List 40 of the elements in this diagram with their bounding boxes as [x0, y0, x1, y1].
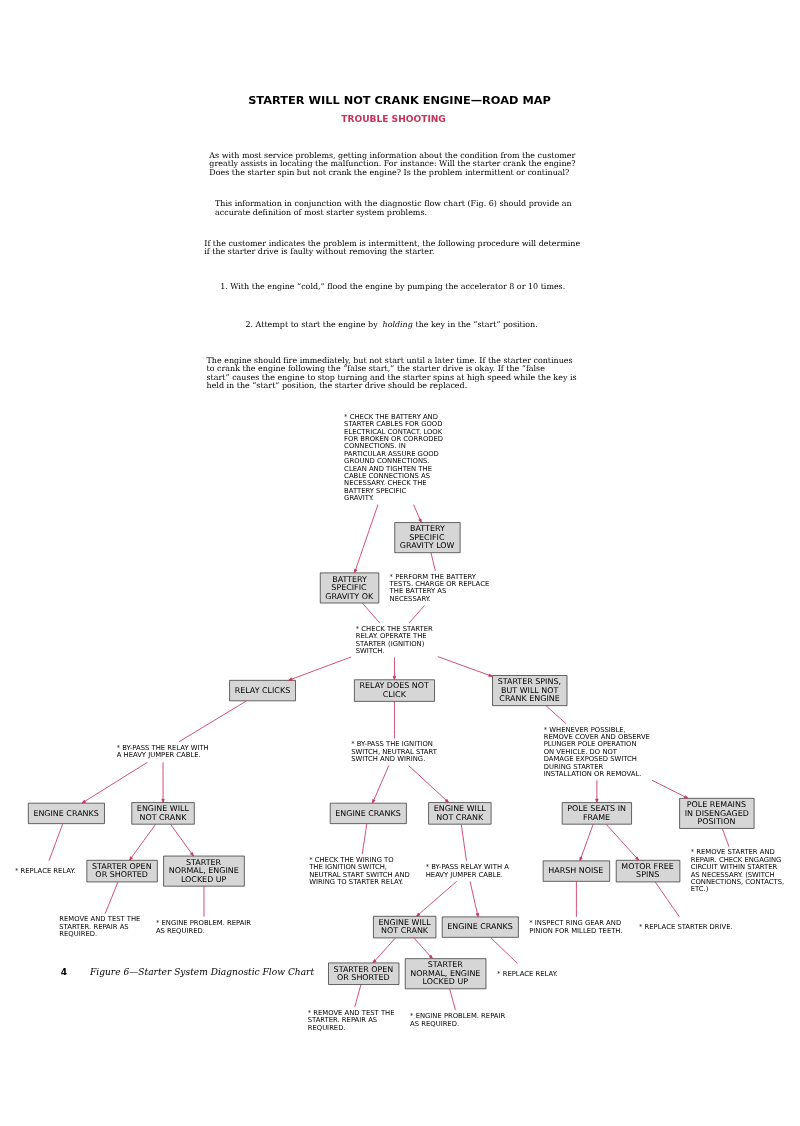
arrow [437, 655, 493, 677]
arrow [129, 823, 156, 861]
connector [408, 604, 426, 623]
arrow [408, 764, 450, 803]
connector [104, 881, 119, 914]
arrow [288, 656, 352, 681]
arrow [416, 880, 458, 917]
connector [178, 699, 247, 742]
arrow [170, 823, 194, 856]
arrow [161, 761, 165, 803]
arrow [605, 823, 640, 861]
connector [449, 988, 456, 1010]
connector [576, 880, 577, 917]
arrow [651, 779, 689, 799]
connector [354, 983, 362, 1007]
arrow [469, 880, 479, 917]
connector [721, 827, 730, 847]
connector [460, 823, 467, 861]
arrow [595, 779, 599, 803]
arrow [372, 937, 396, 963]
connector [545, 704, 567, 724]
arrow [392, 656, 397, 680]
arrow [413, 937, 433, 959]
connector [654, 881, 680, 917]
connector [361, 602, 381, 624]
diagram-title: STARTER WILL NOT CRANK ENGINE—ROAD MAP [248, 92, 551, 107]
connector [490, 936, 518, 964]
label: 4 [60, 966, 68, 977]
arrow [372, 764, 390, 803]
connector [203, 885, 205, 917]
connector [48, 822, 64, 861]
connector [361, 822, 368, 854]
connector [394, 700, 395, 739]
arrow [413, 503, 422, 523]
arrow [579, 823, 594, 861]
label: TROUBLE SHOOTING [341, 113, 446, 124]
caption: Figure 6—Starter System Diagnostic Flow Chart [89, 966, 315, 977]
arrow [354, 503, 379, 573]
connector [430, 552, 436, 571]
arrow [81, 761, 148, 803]
